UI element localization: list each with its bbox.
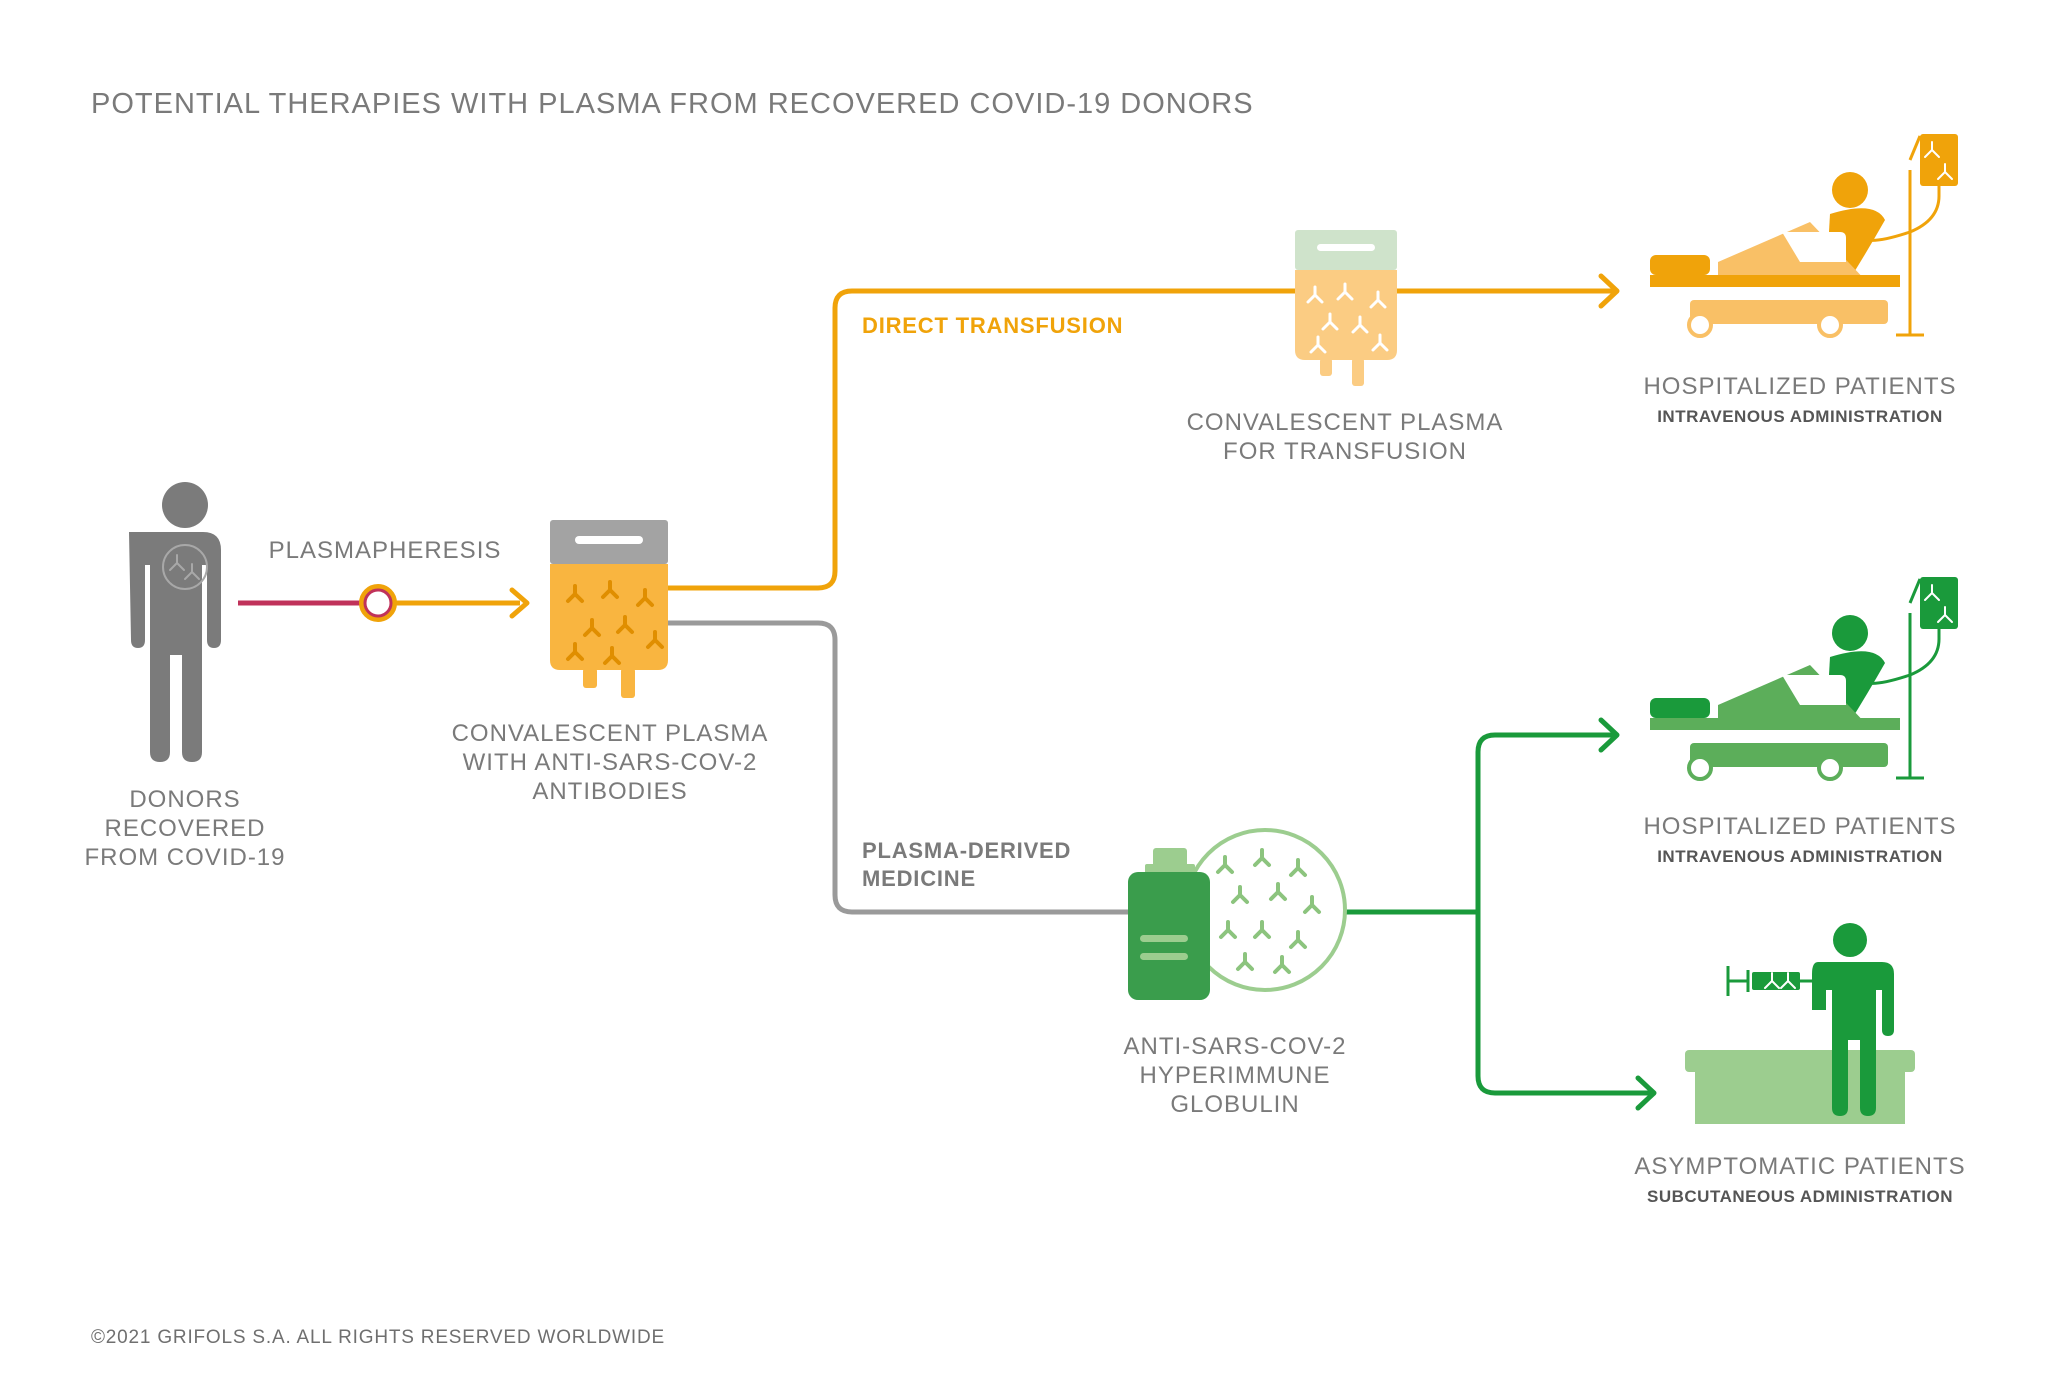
outcome-title: HOSPITALIZED PATIENTS — [1643, 813, 1957, 840]
hyperimmune-line3: GLOBULIN — [1170, 1091, 1300, 1118]
plasma-derived-label: PLASMA-DERIVED MEDICINE — [862, 837, 1071, 893]
donors-line2: RECOVERED — [104, 815, 266, 842]
donors-line3: FROM COVID-19 — [84, 844, 286, 871]
connector-lines — [238, 273, 1657, 1111]
direct-transfusion-line — [668, 288, 1615, 591]
hospital-bed-icon — [1650, 134, 1958, 338]
plasmapheresis-arrowhead — [509, 587, 530, 619]
outcome-label: ASYMPTOMATIC PATIENTS SUBCUTANEOUS ADMIN… — [1600, 1152, 2000, 1207]
hyperimmune-branch-line — [1340, 732, 1652, 1096]
transfusion-plasma-line2: FOR TRANSFUSION — [1223, 438, 1467, 465]
hyperimmune-line1: ANTI-SARS-COV-2 — [1123, 1033, 1347, 1060]
asymptomatic-arrowhead — [1635, 1075, 1657, 1111]
convalescent-plasma-label: CONVALESCENT PLASMA WITH ANTI-SARS-COV-2… — [425, 719, 795, 806]
outcome-subtitle: SUBCUTANEOUS ADMINISTRATION — [1647, 1187, 1953, 1206]
donor-person-icon — [129, 482, 221, 762]
convalescent-plasma-line1: CONVALESCENT PLASMA — [451, 720, 769, 747]
outcome-subtitle: INTRAVENOUS ADMINISTRATION — [1657, 407, 1943, 426]
direct-transfusion-label: DIRECT TRANSFUSION — [862, 313, 1124, 338]
plasma-bag-icon — [550, 520, 668, 698]
transfusion-plasma-label: CONVALESCENT PLASMA FOR TRANSFUSION — [1175, 408, 1515, 466]
hospital-arrowhead-green — [1598, 717, 1620, 753]
hospital-bed-icon — [1650, 577, 1958, 781]
plasmapheresis-text: PLASMAPHERESIS — [268, 537, 502, 564]
outcome-subtitle: INTRAVENOUS ADMINISTRATION — [1657, 847, 1943, 866]
plasma-derived-line — [668, 620, 1128, 915]
plasma-derived-line1: PLASMA-DERIVED — [862, 838, 1072, 863]
injection-patient-icon — [1685, 923, 1915, 1124]
outcome-label: HOSPITALIZED PATIENTS INTRAVENOUS ADMINI… — [1600, 372, 2000, 427]
page-title: POTENTIAL THERAPIES WITH PLASMA FROM REC… — [91, 88, 1254, 120]
direct-transfusion-arrowhead — [1598, 273, 1620, 309]
hyperimmune-vial-icon — [1128, 828, 1347, 1000]
donors-line1: DONORS — [129, 786, 241, 813]
hyperimmune-label: ANTI-SARS-COV-2 HYPERIMMUNE GLOBULIN — [1085, 1032, 1385, 1119]
convalescent-plasma-line2: WITH ANTI-SARS-COV-2 — [462, 749, 758, 776]
outcome-title: ASYMPTOMATIC PATIENTS — [1634, 1153, 1966, 1180]
convalescent-plasma-line3: ANTIBODIES — [532, 778, 688, 805]
donors-label: DONORS RECOVERED FROM COVID-19 — [60, 785, 310, 872]
hyperimmune-line2: HYPERIMMUNE — [1139, 1062, 1331, 1089]
transfusion-plasma-line1: CONVALESCENT PLASMA — [1186, 409, 1504, 436]
outcome-title: HOSPITALIZED PATIENTS — [1643, 373, 1957, 400]
copyright-footer: ©2021 GRIFOLS S.A. ALL RIGHTS RESERVED W… — [91, 1327, 665, 1348]
plasmapheresis-label: PLASMAPHERESIS — [245, 536, 525, 565]
plasma-derived-line2: MEDICINE — [862, 866, 976, 891]
outcome-label: HOSPITALIZED PATIENTS INTRAVENOUS ADMINI… — [1600, 812, 2000, 867]
plasmapheresis-node-icon — [359, 584, 397, 622]
transfusion-bag-icon — [1295, 230, 1397, 386]
